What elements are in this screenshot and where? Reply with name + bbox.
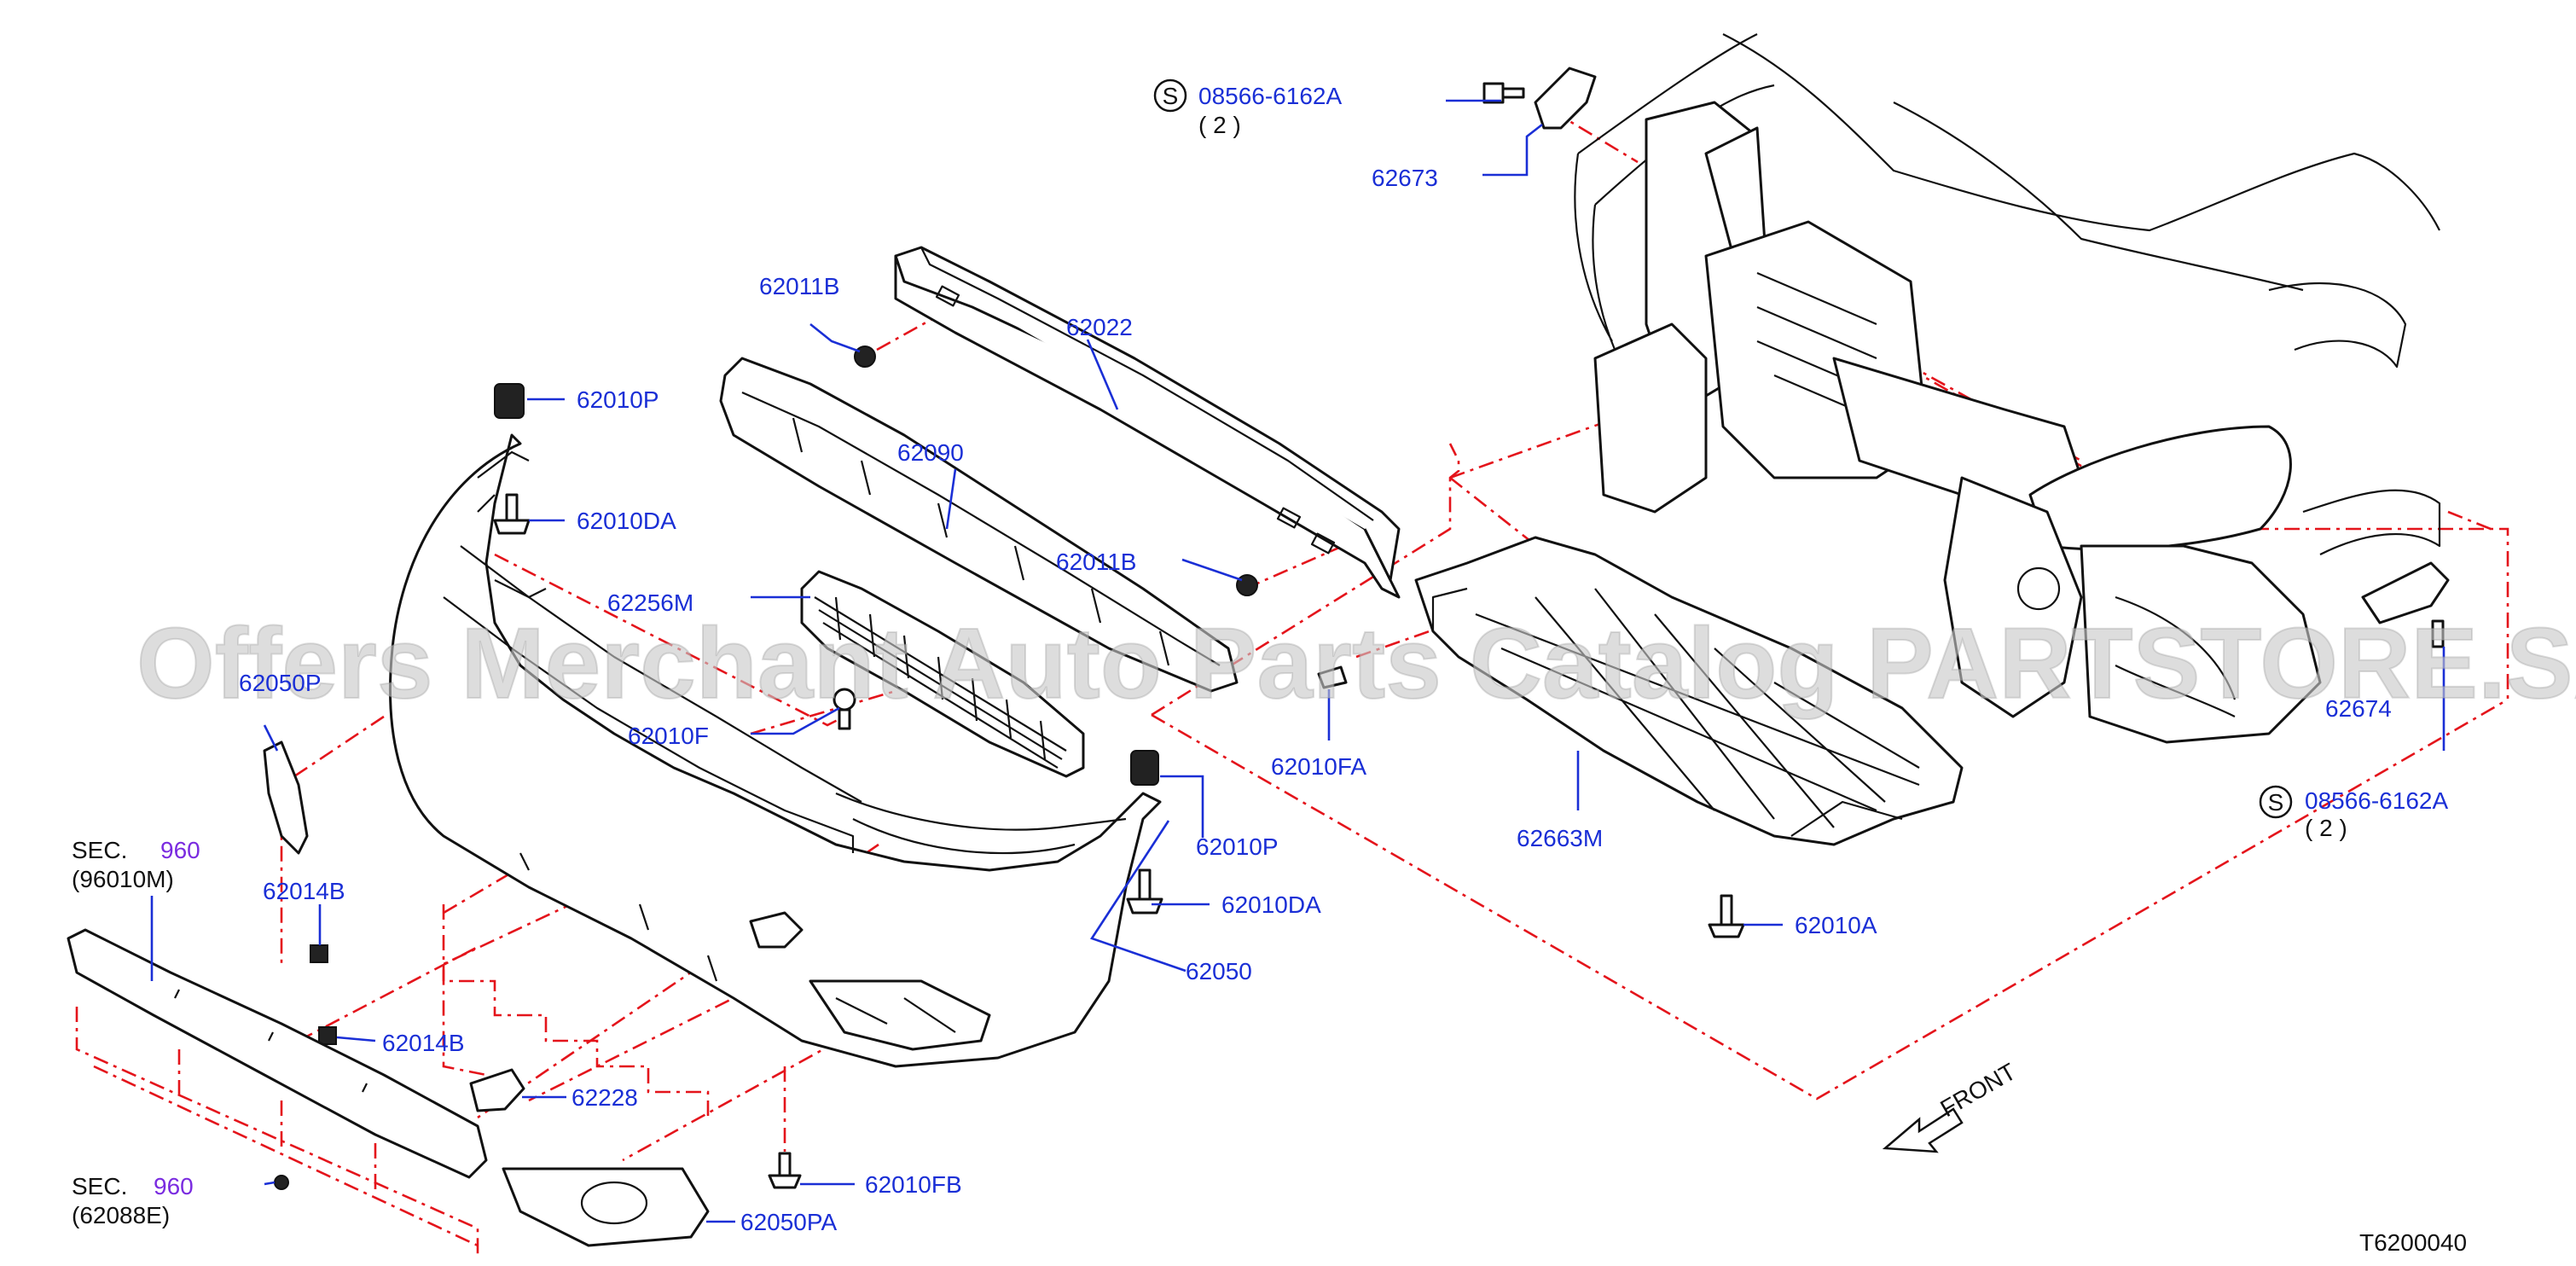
label-62010da-top: 62010DA	[577, 508, 676, 534]
clip-62010P-top	[494, 383, 525, 419]
section-label-bot: SEC.	[72, 1173, 127, 1199]
under-cover-62663M	[1414, 536, 1964, 846]
clip-62014B-top	[310, 944, 328, 963]
bumper-reinforcement-62022	[894, 246, 1401, 599]
label-62010da-bot: 62010DA	[1221, 891, 1321, 918]
label-62010fa: 62010FA	[1271, 753, 1366, 780]
label-62228: 62228	[571, 1084, 638, 1111]
drawing-id: T6200040	[2359, 1229, 2467, 1256]
screw-62010DA-top	[493, 493, 531, 535]
label-62674: 62674	[2325, 695, 2392, 722]
screw-62010A	[1708, 894, 1745, 938]
clip-62014B-bot	[318, 1026, 337, 1045]
side-bracket-62050P	[263, 740, 309, 855]
label-62022: 62022	[1066, 314, 1133, 340]
front-body-structure	[1574, 33, 2441, 744]
label-62673: 62673	[1372, 165, 1438, 191]
section-label-top: SEC.	[72, 837, 127, 863]
label-62011b-mid: 62011B	[1056, 549, 1136, 575]
nut-62011B-top	[854, 346, 876, 368]
label-08566-top-qty: ( 2 )	[1198, 112, 1241, 138]
circled-s-icon: S	[2259, 785, 2293, 819]
leader-lines	[150, 99, 2445, 1223]
lamp-cover-62228	[469, 1068, 525, 1112]
label-62010p-top: 62010P	[577, 386, 659, 413]
label-62010a: 62010A	[1795, 912, 1877, 938]
section-number-bot: 960	[154, 1173, 194, 1199]
section-number-top: 960	[160, 837, 200, 863]
label-62014b-bot: 62014B	[382, 1030, 465, 1056]
watermark: Offers Merchant Auto Parts Catalog PARTS…	[136, 607, 2576, 720]
bolt-top-bracket	[1482, 82, 1525, 104]
nut-62011B-mid	[1236, 574, 1258, 596]
label-62010p-bot: 62010P	[1196, 833, 1279, 860]
front-arrow-icon	[1882, 1107, 1964, 1153]
bumper-fascia-62050	[389, 433, 1162, 1068]
lower-grille-96010M	[67, 928, 488, 1179]
label-62050p: 62050P	[239, 670, 322, 696]
label-08566-right-qty: ( 2 )	[2305, 815, 2347, 841]
label-62050: 62050	[1186, 958, 1252, 984]
screw-62010F	[833, 688, 856, 730]
s-symbol-right: S	[2268, 789, 2284, 816]
clip-62088E	[274, 1175, 289, 1190]
label-62090: 62090	[897, 439, 964, 466]
label-62050pa: 62050PA	[740, 1209, 837, 1235]
fog-bezel-62050PA	[502, 1167, 710, 1247]
part-labels: S 08566-6162A ( 2 ) 62673 62011B 62022 6…	[72, 78, 2467, 1256]
clip-62010P-bot	[1130, 750, 1159, 786]
section-ref-top: (96010M)	[72, 866, 174, 892]
label-62014b-top: 62014B	[263, 878, 345, 904]
bracket-62674	[2361, 561, 2450, 624]
label-62256m: 62256M	[607, 589, 693, 616]
screw-62010DA-bot	[1126, 868, 1163, 915]
s-symbol: S	[1163, 83, 1179, 109]
energy-absorber-62090	[719, 357, 1239, 693]
bracket-62673	[1534, 67, 1597, 130]
label-62011b-top: 62011B	[759, 273, 839, 299]
circled-s-icon: S	[1153, 78, 1187, 113]
label-62010f: 62010F	[628, 723, 709, 749]
clip-62010FA	[1317, 665, 1348, 689]
label-08566-top: 08566-6162A	[1198, 83, 1342, 109]
screw-62674	[2431, 619, 2445, 648]
label-08566-right: 08566-6162A	[2305, 787, 2448, 814]
screw-62010FB	[768, 1152, 802, 1189]
grille-62256M	[800, 570, 1085, 778]
section-ref-bot: (62088E)	[72, 1202, 170, 1228]
label-62663m: 62663M	[1517, 825, 1603, 851]
front-label: FRONT	[1936, 1058, 2021, 1122]
label-62010fb: 62010FB	[865, 1171, 962, 1198]
